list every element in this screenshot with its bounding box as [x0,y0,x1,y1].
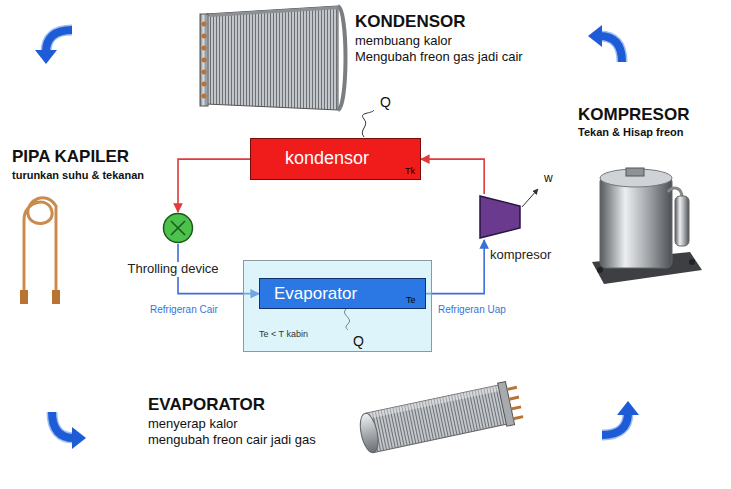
flow-label: Refrigeran Uap [438,304,506,316]
heat-symbol: Q [353,333,364,349]
heat-flow-line [362,110,374,137]
box-title: Evaporator [274,284,357,304]
heat-symbol: Q [380,94,391,110]
evaporator-picture [357,379,525,456]
condition-note: Te < T kabin [259,329,308,339]
component-note: menyerap kalor [148,417,238,432]
component-note: membuang kalor [355,34,452,49]
work-arrow [522,189,538,207]
cycle-arrow [588,25,622,62]
refrigerant-line [178,159,250,212]
valve-symbol [162,212,194,244]
work-symbol: w [544,172,553,186]
cycle-arrow [35,30,72,64]
component-heading: KOMPRESOR [578,105,689,125]
flow-label: Refrigeran Cair [150,304,218,316]
component-heading: KONDENSOR [355,12,466,32]
device-label: kompresor [490,248,551,263]
temperature-symbol: Tk [405,166,415,176]
refrigerant-line [421,159,484,194]
component-heading: PIPA KAPILER [12,147,129,167]
cabin-box: Te < T kabin EvaporatorTe [243,260,432,352]
compressor-symbol: kompresor [478,194,568,267]
capillary-tube-picture [20,198,60,304]
component-note: mengubah freon cair jadi gas [148,433,316,448]
cycle-arrow [52,412,86,449]
box-title: kondensor [285,148,369,169]
refrigerant-line [426,240,484,294]
compressor-shape [478,194,522,240]
component-note: Mengubah freon gas jadi cair [355,50,523,65]
component-heading: EVAPORATOR [148,395,265,415]
component-note: turunkan suhu & tekanan [12,169,144,182]
device-label: Throlling device [125,262,220,277]
temperature-symbol: Te [406,295,416,305]
condenser-box: kondensorTk [250,138,421,180]
throttling-device: Throlling device [118,210,228,281]
compressor-picture [592,168,702,284]
evaporator-box: EvaporatorTe [259,278,426,309]
component-note: Tekan & Hisap freon [578,126,684,139]
cycle-arrow [602,401,639,435]
condenser-picture [200,6,346,110]
